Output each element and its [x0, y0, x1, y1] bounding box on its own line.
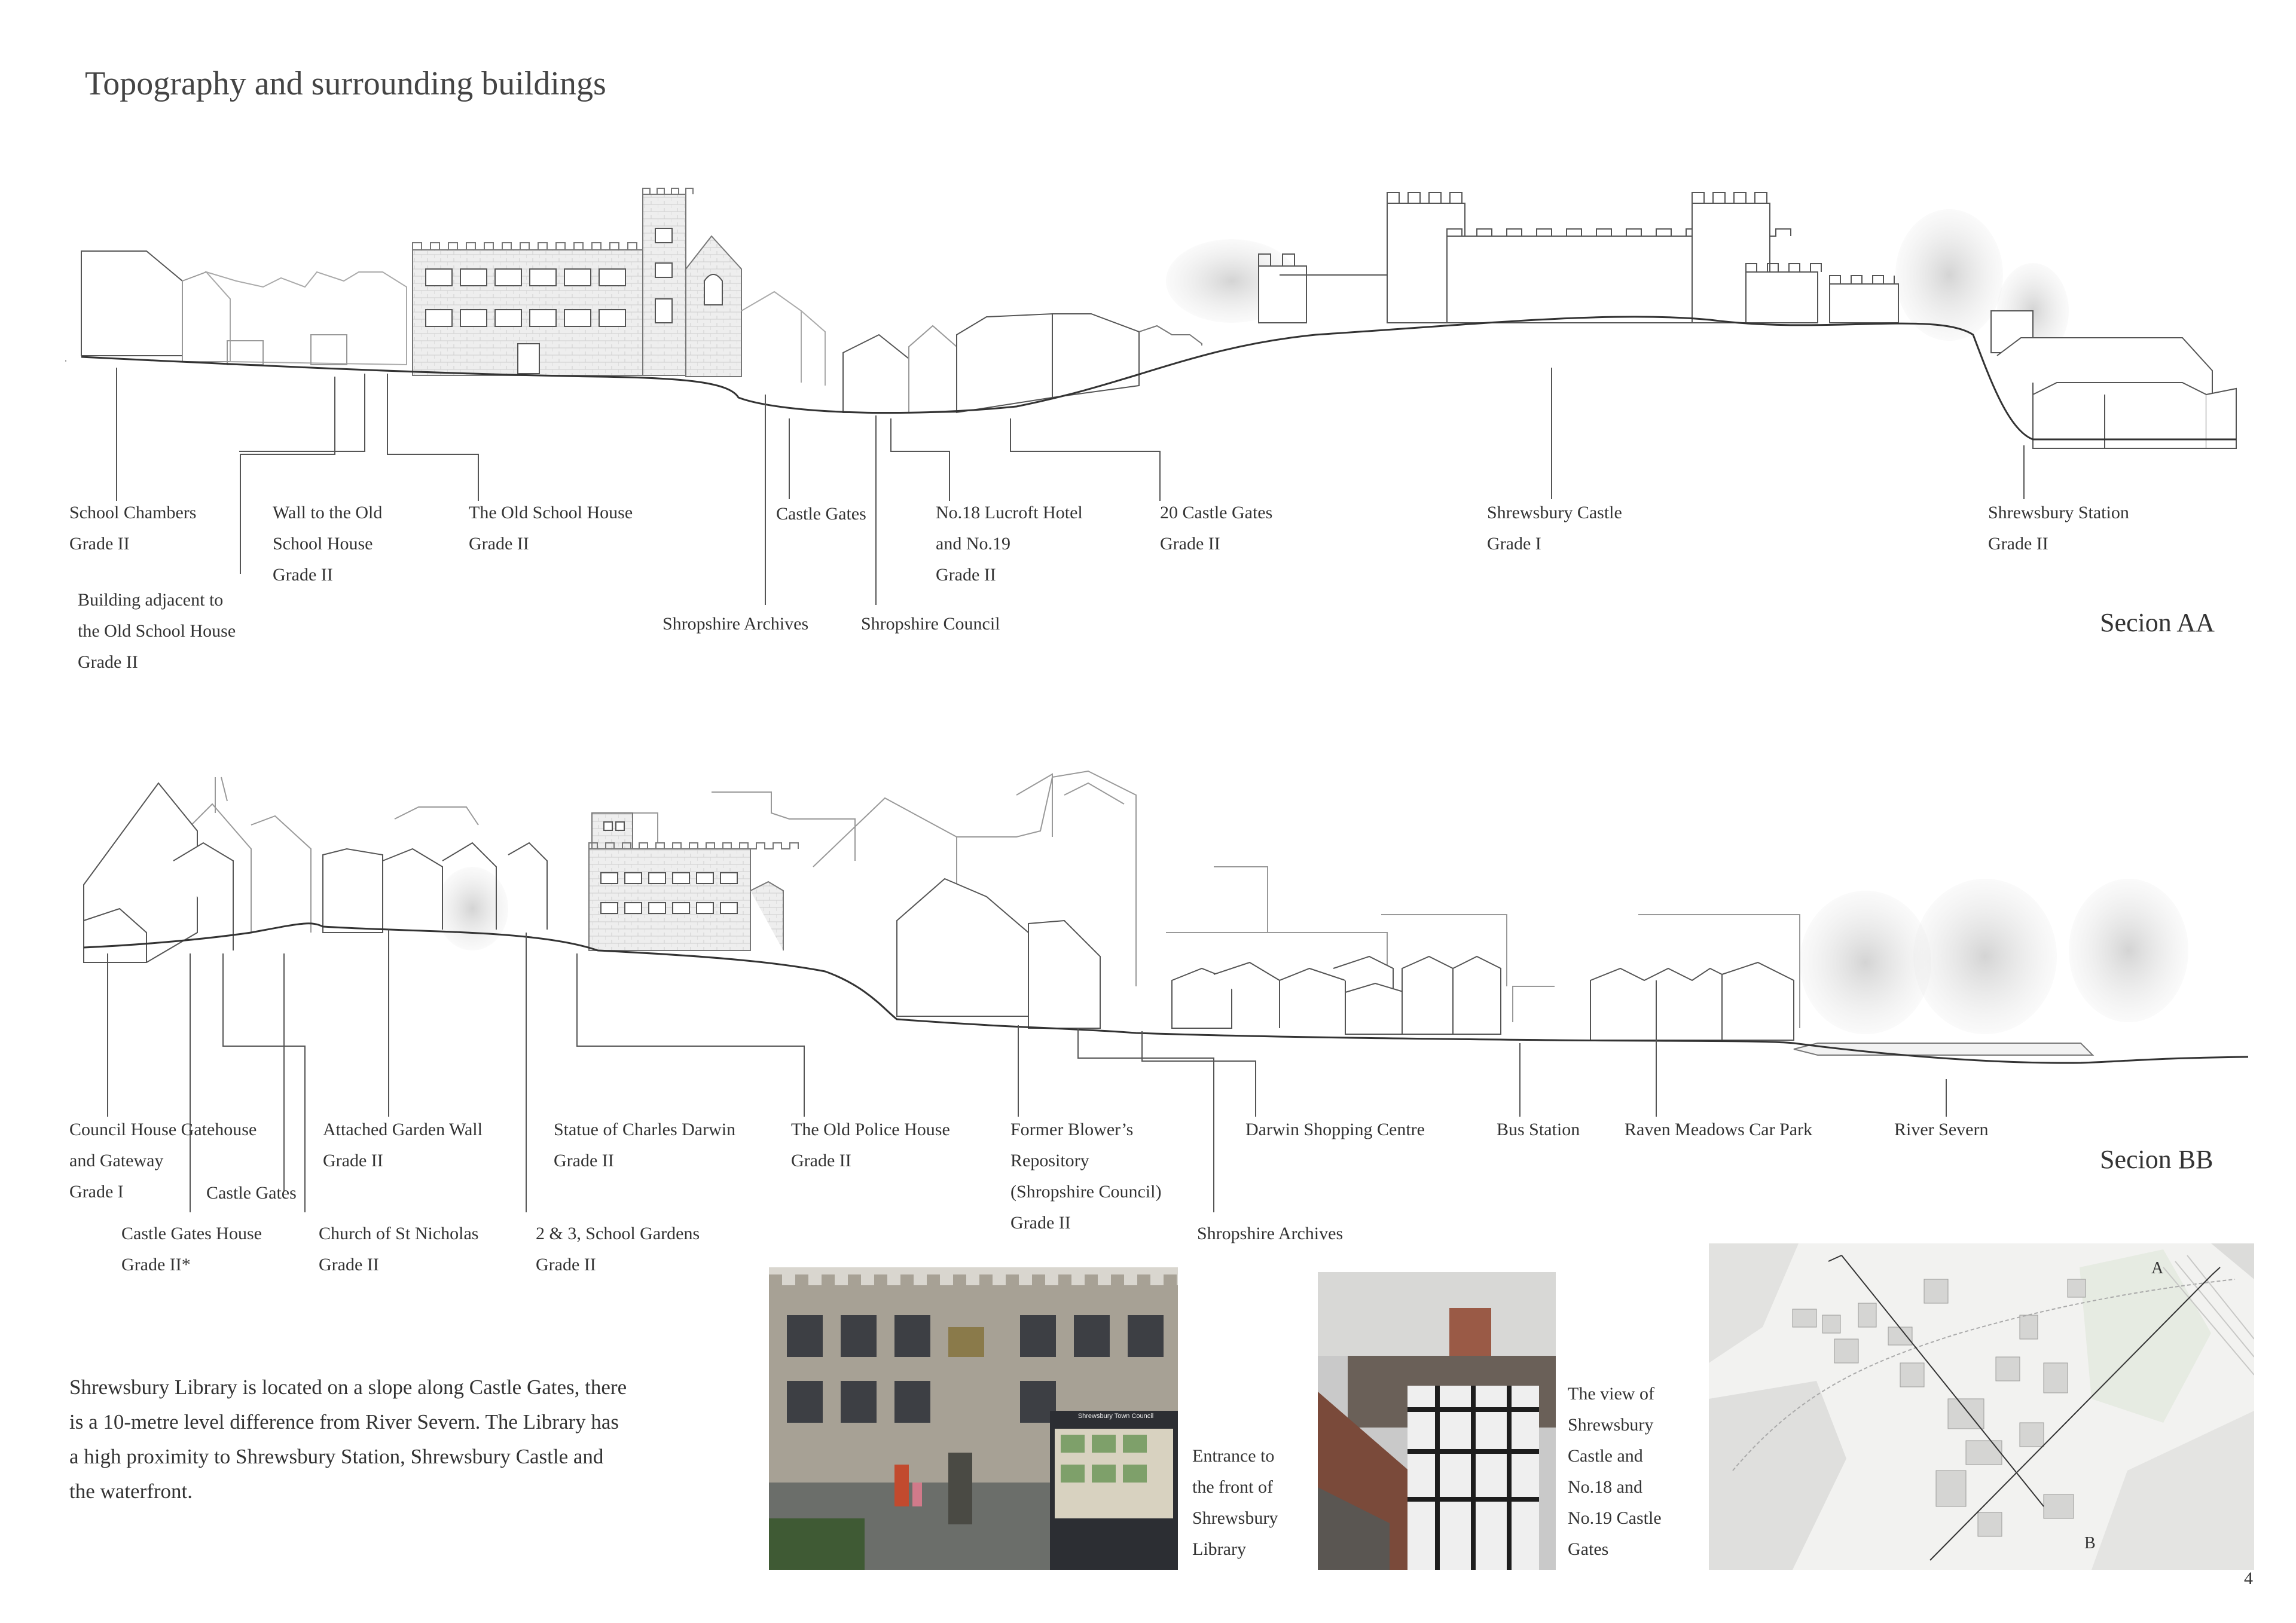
site-map: A B — [1709, 1243, 2254, 1570]
section-aa-drawing — [81, 188, 2237, 605]
description-text: Shrewsbury Library is located on a slope… — [69, 1376, 627, 1503]
section-bb-title: Secion BB — [2100, 1145, 2213, 1174]
label-raven-meadows: Raven Meadows Car Park — [1625, 1120, 1813, 1139]
page-title: Topography and surrounding buildings — [85, 65, 606, 102]
section-aa-title: Secion AA — [2100, 608, 2215, 637]
section-bb-drawing — [83, 770, 2249, 1212]
page-number: 4 — [2244, 1569, 2253, 1588]
photo-library-entrance: Shrewsbury Town Council — [769, 1267, 1178, 1570]
label-castle-gates-bb: Castle Gates — [206, 1183, 297, 1203]
label-river-severn: River Severn — [1894, 1120, 1989, 1139]
label-shropshire-archives-bb: Shropshire Archives — [1197, 1224, 1344, 1243]
photo-castle-view — [1318, 1272, 1556, 1570]
label-darwin-shopping-centre: Darwin Shopping Centre — [1245, 1120, 1425, 1139]
label-bus-station: Bus Station — [1497, 1120, 1580, 1139]
label-shropshire-archives-aa: Shropshire Archives — [662, 614, 809, 634]
map-marker-b: B — [2084, 1534, 2096, 1552]
council-sign-text: Shrewsbury Town Council — [1077, 1413, 1154, 1420]
label-shropshire-council-aa: Shropshire Council — [861, 614, 1000, 634]
label-castle-gates-aa: Castle Gates — [776, 504, 866, 524]
map-marker-a: A — [2151, 1259, 2164, 1277]
